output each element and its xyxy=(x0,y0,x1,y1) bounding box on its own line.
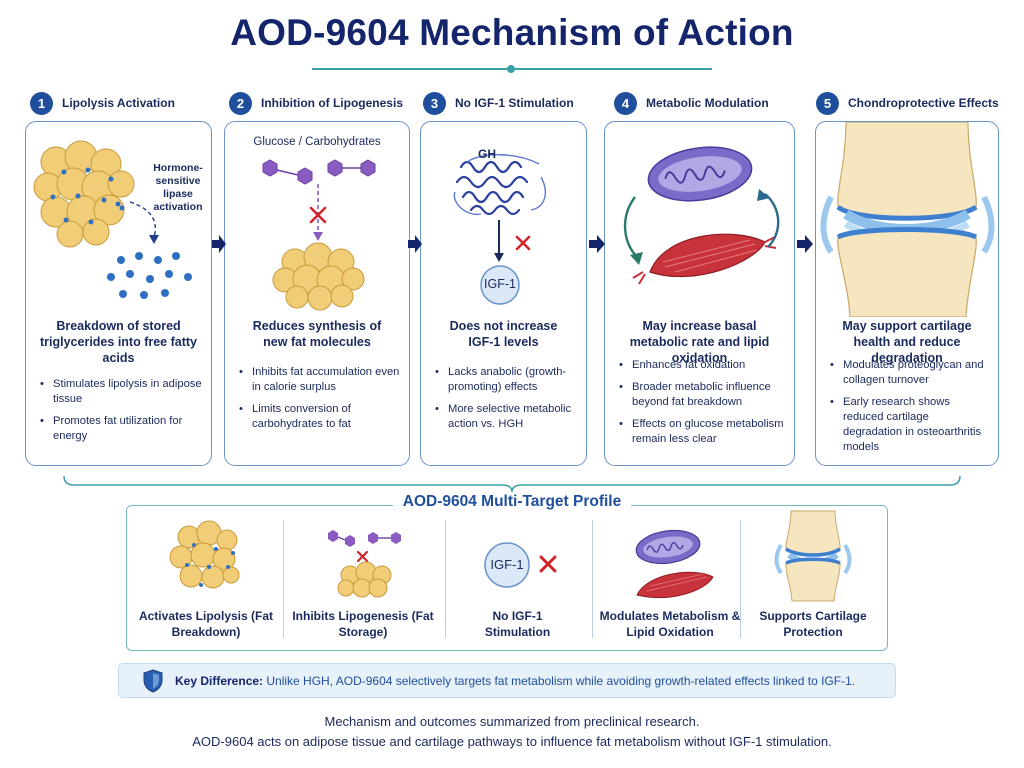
step-1-title: Lipolysis Activation xyxy=(62,96,175,110)
profile-divider xyxy=(592,520,593,638)
step-5-card: May support cartilage health and reduce … xyxy=(815,121,999,466)
cartilage-icon xyxy=(774,510,852,602)
step-3-card: GH IGF-1 Does not increase IGF-1 levels … xyxy=(420,121,587,466)
step-4-bullet: Effects on glucose metabolism remain les… xyxy=(619,417,786,447)
igf1-x-icon xyxy=(484,542,557,588)
profile-item-cartilage: Supports Cartilage Protection xyxy=(743,505,883,651)
key-difference-body: Unlike HGH, AOD-9604 selectively targets… xyxy=(266,673,856,688)
footer-line-1: Mechanism and outcomes summarized from p… xyxy=(324,714,700,729)
step-1-number: 1 xyxy=(30,91,53,115)
step-1-header: 1 Lipolysis Activation xyxy=(30,91,175,115)
step-2-main: Reduces synthesis of new fat molecules xyxy=(252,319,382,349)
step-3-main: Does not increase IGF-1 levels xyxy=(449,319,558,349)
step-1-bullets: Stimulates lipolysis in adipose tissue P… xyxy=(40,377,203,451)
glucose-label: Glucose / Carbohydrates xyxy=(253,136,381,148)
title-underline-dot xyxy=(507,65,515,73)
gh-label: GH xyxy=(478,147,496,161)
profile-item-lipolysis: Activates Lipolysis (Fat Breakdown) xyxy=(131,505,281,651)
profile-label-cartilage: Supports Cartilage Protection xyxy=(759,609,867,639)
profile-divider xyxy=(740,520,741,638)
knee-joint-illustration xyxy=(820,122,995,317)
profile-label-lipogenesis: Inhibits Lipogenesis (Fat Storage) xyxy=(292,609,434,639)
fat-cells-icon xyxy=(169,520,240,589)
step-2-header: 2 Inhibition of Lipogenesis xyxy=(229,91,403,115)
step-5-header: 5 Chondroprotective Effects xyxy=(816,91,999,115)
step-1-bullet: Stimulates lipolysis in adipose tissue xyxy=(40,377,203,407)
flow-arrow-2-3 xyxy=(408,235,422,253)
step-2-number: 2 xyxy=(229,91,252,115)
step-3-number: 3 xyxy=(423,91,446,115)
step-1-bullet: Promotes fat utilization for energy xyxy=(40,414,203,444)
page-title: AOD-9604 Mechanism of Action xyxy=(230,12,794,53)
step-2-bullet: Limits conversion of carbohydrates to fa… xyxy=(239,402,401,432)
profile-divider xyxy=(445,520,446,638)
key-difference-box: Key Difference: Unlike HGH, AOD-9604 sel… xyxy=(118,663,896,698)
lipogenesis-icon xyxy=(328,530,401,598)
profile-label-metabolism: Modulates Metabolism & Lipid Oxidation xyxy=(599,609,741,639)
step-2-title: Inhibition of Lipogenesis xyxy=(261,96,403,110)
flow-arrow-1-2 xyxy=(212,235,226,253)
step-5-bullet: Modulates proteoglycan and collagen turn… xyxy=(830,358,990,388)
profile-item-metabolism: Modulates Metabolism & Lipid Oxidation xyxy=(595,505,745,651)
step-5-title: Chondroprotective Effects xyxy=(848,96,999,110)
flow-arrow-4-5 xyxy=(797,235,813,253)
igf1-label: IGF-1 xyxy=(484,277,516,291)
lipase-annotation-line-2: sensitive xyxy=(155,175,201,187)
step-3-bullet: More selective metabolic action vs. HGH xyxy=(435,402,578,432)
step-5-bullet: Early research shows reduced cartilage d… xyxy=(830,395,990,455)
key-difference-label: Key Difference: xyxy=(175,673,264,688)
step-2-bullet: Inhibits fat accumulation even in calori… xyxy=(239,365,401,395)
shield-icon xyxy=(143,668,163,693)
profile-item-lipogenesis: Inhibits Lipogenesis (Fat Storage) xyxy=(288,505,438,651)
metabolism-illustration xyxy=(623,146,780,285)
lipogenesis-illustration xyxy=(262,159,376,311)
profile-title-wrap: AOD-9604 Multi-Target Profile xyxy=(0,493,1024,511)
step-4-number: 4 xyxy=(614,91,637,115)
step-4-card: May increase basal metabolic rate and li… xyxy=(604,121,795,466)
step-2-bullets: Inhibits fat accumulation even in calori… xyxy=(239,365,401,439)
step-4-bullet: Enhances fat oxidation xyxy=(619,358,786,373)
lipase-annotation-line-4: activation xyxy=(153,201,203,213)
step-1-card: Hormone- sensitive lipase activation Bre… xyxy=(25,121,212,466)
step-1-main: Breakdown of stored triglycerides into f… xyxy=(40,319,197,365)
profile-divider xyxy=(283,520,284,638)
profile-item-igf1: IGF-1 No IGF-1 Stimulation xyxy=(450,505,585,651)
fat-cells-illustration xyxy=(33,140,192,299)
step-3-header: 3 No IGF-1 Stimulation xyxy=(423,91,574,115)
metabolism-icon xyxy=(635,529,714,599)
step-3-title: No IGF-1 Stimulation xyxy=(455,96,574,110)
step-3-bullets: Lacks anabolic (growth-promoting) effect… xyxy=(435,365,578,439)
flow-arrow-3-4 xyxy=(589,235,605,253)
key-difference-text: Key Difference: Unlike HGH, AOD-9604 sel… xyxy=(175,674,855,688)
footer-line-2: AOD-9604 acts on adipose tissue and cart… xyxy=(192,734,832,749)
profile-label-lipolysis: Activates Lipolysis (Fat Breakdown) xyxy=(138,609,274,639)
step-2-card: Glucose / Carbohydrates Reduces synthesi… xyxy=(224,121,410,466)
lipase-annotation-line-1: Hormone- xyxy=(153,162,203,174)
profile-title: AOD-9604 Multi-Target Profile xyxy=(392,493,632,510)
step-4-bullet: Broader metabolic influence beyond fat b… xyxy=(619,380,786,410)
lipase-annotation: Hormone- sensitive lipase activation xyxy=(146,162,210,214)
step-4-header: 4 Metabolic Modulation xyxy=(614,91,769,115)
gh-igf1-illustration xyxy=(453,154,547,305)
lipase-annotation-line-3: lipase xyxy=(163,188,193,200)
step-5-number: 5 xyxy=(816,91,839,115)
step-4-title: Metabolic Modulation xyxy=(646,96,769,110)
step-4-bullets: Enhances fat oxidation Broader metabolic… xyxy=(619,358,786,454)
profile-label-igf1: No IGF-1 Stimulation xyxy=(484,609,551,639)
step-5-bullets: Modulates proteoglycan and collagen turn… xyxy=(830,358,990,462)
step-3-bullet: Lacks anabolic (growth-promoting) effect… xyxy=(435,365,578,395)
summary-bracket xyxy=(63,476,961,492)
profile-igf1-label: IGF-1 xyxy=(490,557,524,572)
